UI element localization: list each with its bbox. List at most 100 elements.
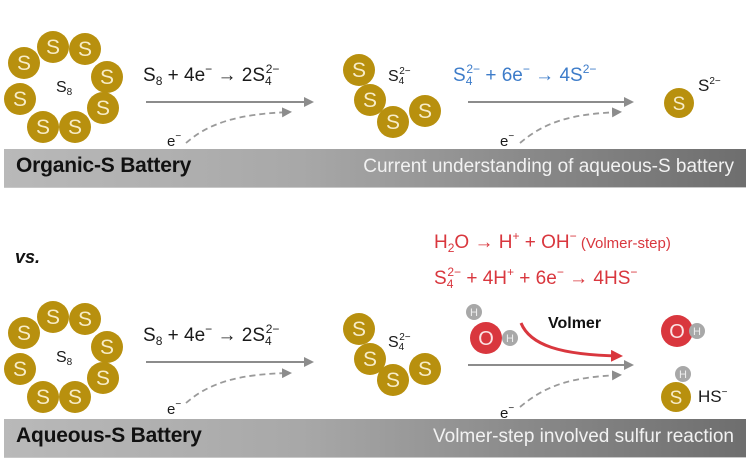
- hydrogen-atom: [502, 330, 518, 346]
- sulfur-atom: [377, 364, 409, 396]
- sulfur-atom: [661, 382, 691, 412]
- oxygen-atom: [470, 322, 502, 354]
- hydrogen-atom: [466, 304, 482, 320]
- banner-title: Aqueous-S Battery: [16, 424, 202, 447]
- eq-arrow: →: [212, 65, 242, 86]
- eq-part: + 4e: [162, 325, 206, 346]
- label-main: S: [56, 79, 67, 96]
- label-main: S: [56, 349, 67, 366]
- organic-s-battery-banner: Organic-S Battery Current understanding …: [4, 149, 746, 188]
- eq-part: S: [453, 65, 466, 86]
- sulfur-atom: [409, 95, 441, 127]
- eq-sup: −: [569, 229, 577, 243]
- banner-title: Organic-S Battery: [16, 154, 192, 177]
- label-sup: −: [508, 131, 515, 142]
- electron-label: e−: [500, 403, 514, 422]
- sulfur-atom: [59, 381, 91, 413]
- electron-transfer-arrow: [185, 107, 292, 144]
- sulfur-atom: [664, 88, 694, 118]
- hydrogen-atom: [689, 323, 705, 339]
- label-sup: −: [721, 387, 728, 398]
- eq-sup: 2−: [447, 265, 462, 279]
- banner-subtitle: Current understanding of aqueous-S batte…: [363, 156, 734, 177]
- eq-sup: +: [512, 229, 520, 243]
- electron-transfer-arrow: [519, 370, 622, 408]
- sulfur-atom: [8, 317, 40, 349]
- sulfur-atom: [69, 33, 101, 65]
- sulfur-atom: [59, 111, 91, 143]
- eq-sup: 2−: [265, 62, 280, 76]
- volmer-label: Volmer: [548, 315, 602, 332]
- sulfur-atom: [4, 83, 36, 115]
- eq-part: → 4HS: [563, 268, 631, 289]
- equation-s8-reduction-bottom: S8 + 4e− → 2S42−: [143, 322, 279, 348]
- electron-label: e−: [167, 399, 181, 418]
- label-sup: 2−: [709, 76, 721, 87]
- eq-sup: 2−: [582, 62, 597, 76]
- eq-sup: −: [556, 265, 564, 279]
- eq-part: 2S: [241, 65, 265, 86]
- label-main: S: [698, 76, 710, 95]
- eq-part: S: [434, 268, 447, 289]
- label-sub: 8: [66, 357, 73, 368]
- sulfur-atom: [343, 313, 375, 345]
- sulfur-atom: [27, 381, 59, 413]
- s4-chain-label: S42−: [388, 332, 411, 353]
- sulfur-atom: [377, 106, 409, 138]
- hs-label: HS−: [698, 387, 727, 407]
- eq-sub: 8: [155, 74, 163, 88]
- eq-part: + 4e: [162, 65, 206, 86]
- eq-part: S: [143, 65, 156, 86]
- sulfide-label: S2−: [698, 76, 721, 96]
- eq-part: H: [434, 232, 448, 253]
- eq-part: + 6e: [480, 65, 523, 86]
- electron-label: e−: [167, 131, 181, 150]
- eq-part: + 4H: [461, 268, 508, 289]
- eq-part: 4S: [559, 65, 583, 86]
- label-main: HS: [698, 387, 722, 406]
- sulfur-atom: [91, 331, 123, 363]
- eq-arrow: →: [529, 65, 560, 86]
- sulfur-atom: [37, 31, 69, 63]
- eq-sub: 2: [447, 241, 455, 255]
- equation-s4-to-hs: S42− + 4H+ + 6e− → 4HS−: [434, 265, 637, 291]
- sulfur-atom: [69, 303, 101, 335]
- volmer-arrow: [519, 322, 623, 362]
- label-main: e: [167, 401, 176, 418]
- eq-arrow: →: [212, 325, 242, 346]
- water-molecule: [466, 304, 518, 354]
- label-main: S: [388, 68, 399, 85]
- equation-s8-reduction-top: S8 + 4e− → 2S42−: [143, 62, 279, 88]
- label-sup: 2−: [399, 66, 411, 77]
- banner-subtitle: Volmer-step involved sulfur reaction: [433, 426, 734, 447]
- sulfur-atom: [8, 47, 40, 79]
- hydrogen-atom: [675, 366, 691, 382]
- label-sup: 2−: [399, 332, 411, 343]
- aqueous-s-battery-banner: Aqueous-S Battery Volmer-step involved s…: [4, 419, 746, 458]
- eq-part: + OH: [519, 232, 570, 253]
- sulfur-atom: [4, 353, 36, 385]
- sulfur-atom: [343, 54, 375, 86]
- eq-sub: 4: [446, 277, 454, 291]
- eq-sup: −: [522, 62, 530, 76]
- sulfur-atom: [37, 301, 69, 333]
- sulfur-atom: [87, 92, 119, 124]
- label-main: e: [500, 405, 509, 422]
- label-sub: 8: [66, 87, 73, 98]
- eq-sub: 4: [265, 74, 272, 88]
- eq-sup: +: [507, 265, 515, 279]
- eq-sub: 4: [265, 334, 272, 348]
- eq-part: 2S: [241, 325, 265, 346]
- sulfur-atom: [409, 353, 441, 385]
- s8-ring-label: S8: [56, 79, 72, 98]
- s4-chain-label: S42−: [388, 66, 411, 87]
- eq-sup: 2−: [265, 322, 280, 336]
- eq-sup: −: [205, 322, 213, 336]
- equation-water-dissociation: H2O → H+ + OH− (Volmer-step): [434, 229, 671, 255]
- eq-part: O → H: [454, 232, 513, 253]
- eq-sup: −: [205, 62, 213, 76]
- label-sub: 4: [398, 342, 405, 353]
- label-sup: −: [175, 399, 182, 410]
- hydroxide-ion: [661, 315, 705, 347]
